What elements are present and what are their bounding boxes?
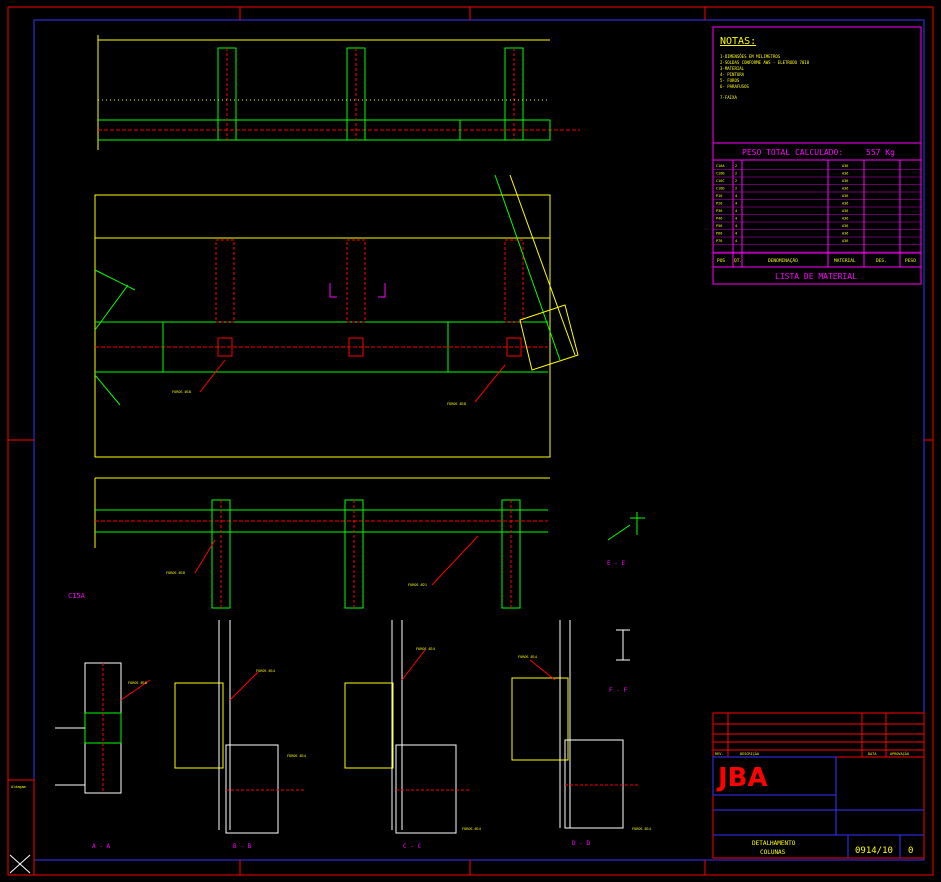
- table-cell-mat: A36: [842, 232, 848, 236]
- table-cell-qty: 4: [735, 202, 737, 206]
- table-cell-mat: A36: [842, 224, 848, 228]
- table-cell-pos: P76: [716, 239, 722, 243]
- total-weight-value: 557 Kg: [866, 148, 895, 157]
- stamp-label: Aldagam: [11, 785, 26, 789]
- revision-number: 0: [908, 846, 913, 856]
- col-header-weight: PESO: [905, 258, 916, 264]
- section-cc: FUROS Ø14 FUROS Ø14 C - C: [344, 620, 481, 850]
- table-cell-pos: P26: [716, 202, 722, 206]
- col-header-desc: DENOMINAÇÃO: [768, 257, 798, 264]
- table-cell-pos: P16: [716, 194, 722, 198]
- section-label-ff: F - F: [609, 687, 627, 694]
- table-cell-pos: C16A: [716, 164, 725, 168]
- table-cell-qty: 4: [735, 224, 737, 228]
- total-weight-label: PESO TOTAL CALCULADO:: [742, 148, 843, 157]
- title-block: REV. DESCRIÇÃO DATA APROVAÇÃO JBA DETALH…: [712, 712, 925, 859]
- note-line: 4- PINTURA: [720, 72, 745, 77]
- hole-callout: FUROS Ø21: [408, 582, 427, 587]
- hole-callout: FUROS Ø18: [166, 570, 185, 575]
- table-cell-pos: C16B: [716, 172, 724, 176]
- col-header-pos: POS: [717, 258, 725, 264]
- approval-header: APROVAÇÃO: [890, 751, 909, 756]
- company-logo: JBA: [716, 763, 768, 793]
- table-cell-qty: 4: [735, 232, 737, 236]
- outer-frame: [7, 6, 934, 876]
- table-cell-qty: 2: [735, 172, 737, 176]
- top-plan-view: [97, 35, 580, 150]
- table-cell-mat: A36: [842, 202, 848, 206]
- notes-title: NOTAS:: [720, 36, 756, 47]
- table-cell-pos: P46: [716, 217, 722, 221]
- note-line: 6- PARAFUSOS: [720, 84, 749, 89]
- col-header-qty: QT.: [734, 258, 742, 264]
- table-cell-qty: 4: [735, 194, 737, 198]
- note-line: 2-SOLDAS CONFORME AWS - ELETRODO 7018: [720, 60, 810, 65]
- table-cell-qty: 2: [735, 187, 737, 191]
- bottom-plan-view: FUROS Ø18 FUROS Ø21 C15A: [68, 477, 550, 609]
- drawing-number: 0914/10: [855, 846, 893, 856]
- description-header: DESCRIÇÃO: [740, 751, 759, 756]
- table-cell-pos: P56: [716, 224, 722, 228]
- note-line: 7-FAIXA: [720, 95, 737, 100]
- table-cell-pos: C16C: [716, 179, 724, 183]
- hole-callout: FUROS Ø14: [416, 646, 435, 651]
- table-cell-mat: A36: [842, 209, 848, 213]
- drawing-title-line2: COLUNAS: [760, 849, 786, 856]
- section-ee: E - E F - F: [607, 512, 645, 694]
- col-header-material: MATERIAL: [834, 258, 856, 264]
- section-label-bb: B - B: [233, 843, 251, 850]
- table-cell-qty: 4: [735, 239, 737, 243]
- hole-callout: FUROS Ø14: [518, 654, 537, 659]
- hole-callout: FUROS Ø18: [128, 680, 147, 685]
- table-cell-mat: A36: [842, 239, 848, 243]
- date-header: DATA: [868, 752, 877, 756]
- col-header-des: DES.: [876, 258, 887, 264]
- section-label-aa: A - A: [92, 843, 110, 850]
- hole-callout: FUROS Ø14: [632, 826, 651, 831]
- section-label-cc: C - C: [403, 843, 421, 850]
- hole-callout: FUROS Ø14: [462, 826, 481, 831]
- section-label-ee: E - E: [607, 560, 625, 567]
- table-cell-mat: A36: [842, 179, 848, 183]
- table-cell-qty: 4: [735, 209, 737, 213]
- table-cell-mat: A36: [842, 164, 848, 168]
- section-dd: FUROS Ø14 FUROS Ø14 D - D: [511, 620, 651, 847]
- rev-header: REV.: [715, 752, 723, 756]
- table-cell-qty: 4: [735, 217, 737, 221]
- note-line: 3-MATERIAL: [720, 66, 745, 71]
- main-elevation: FUROS Ø18 FUROS Ø18: [94, 174, 579, 458]
- left-stamp: Aldagam: [7, 779, 35, 876]
- table-cell-qty: 2: [735, 179, 737, 183]
- table-cell-mat: A36: [842, 172, 848, 176]
- hole-callout: FUROS Ø14: [256, 668, 275, 673]
- hole-callout: FUROS Ø18: [447, 401, 466, 406]
- table-cell-mat: A36: [842, 187, 848, 191]
- hole-callout: FUROS Ø14: [287, 753, 306, 758]
- frame-ticks: [8, 7, 933, 875]
- section-label-dd: D - D: [572, 840, 590, 847]
- material-list-title: LISTA DE MATERIAL: [775, 272, 857, 281]
- table-cell-mat: A36: [842, 194, 848, 198]
- note-line: 1-DIMENSÕES EM MILIMETROS: [720, 54, 781, 59]
- note-line: 5- FUROS: [720, 78, 740, 83]
- table-cell-pos: C16D: [716, 187, 724, 191]
- table-cell-pos: P66: [716, 232, 722, 236]
- hole-callout: FUROS Ø18: [172, 389, 191, 394]
- part-tag: C15A: [68, 592, 86, 600]
- table-cell-mat: A36: [842, 217, 848, 221]
- drawing-title-line1: DETALHAMENTO: [752, 840, 796, 847]
- notes-block: NOTAS: 1-DIMENSÕES EM MILIMETROS 2-SOLDA…: [712, 26, 922, 144]
- section-bb: FUROS Ø14 FUROS Ø14 B - B: [174, 620, 306, 850]
- table-cell-pos: P36: [716, 209, 722, 213]
- table-cell-qty: 2: [735, 164, 737, 168]
- section-aa: FUROS Ø18 A - A: [55, 662, 151, 850]
